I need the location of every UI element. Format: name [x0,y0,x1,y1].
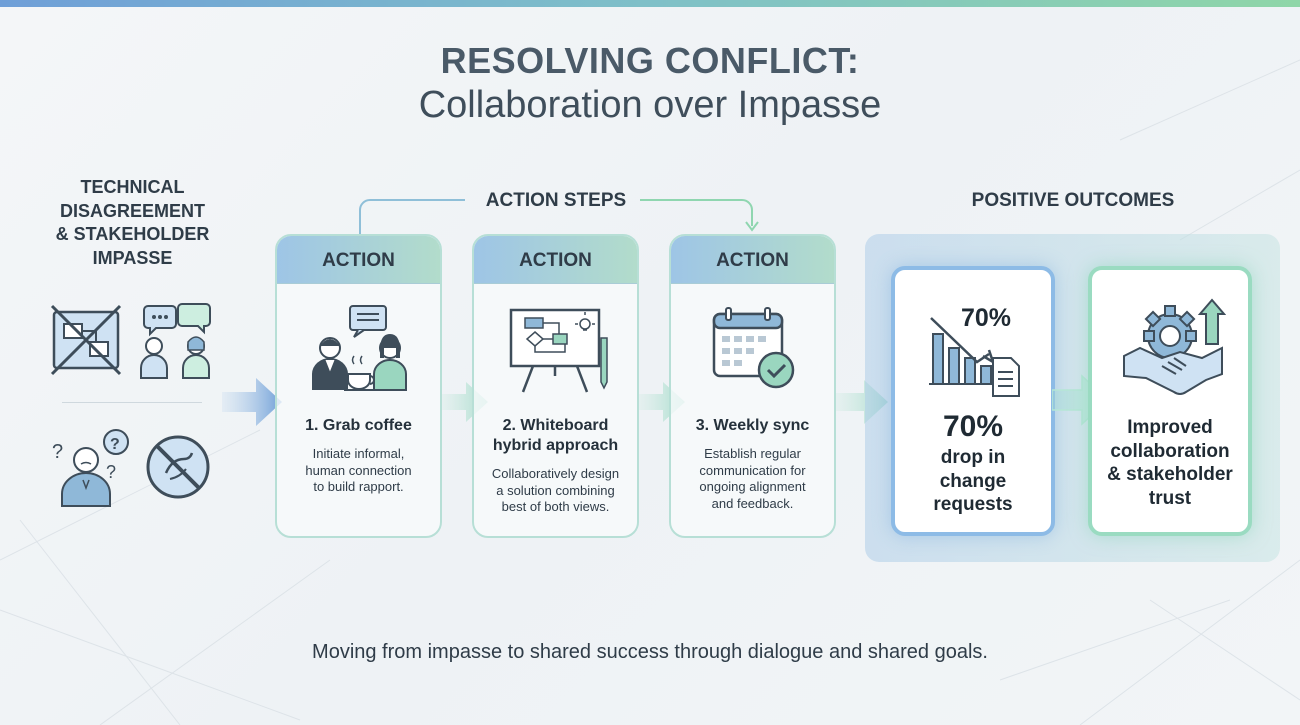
card-title: 2. Whiteboard hybrid approach [492,417,619,454]
confused-person-icon: ? ? ? [52,429,129,507]
card-description: Establish regular communication for ongo… [699,446,806,511]
chart-percent-label: 70% [961,304,1012,332]
svg-text:?: ? [52,441,63,463]
card-description: Collaboratively design a solution combin… [491,466,620,514]
two-people-chatting-icon [140,303,211,379]
action-card-weekly-sync: ACTION 3. Weekly sync Establish regular … [669,234,836,538]
svg-text:?: ? [110,436,120,453]
outcome-text: drop in change requests [933,447,1013,515]
outcome-card-collaboration: Improved collaboration & stakeholder tru… [1088,266,1252,536]
card-title: 3. Weekly sync [695,417,810,434]
declining-chart-icon [929,317,1020,397]
page-subtitle: Collaboration over Impasse [418,84,882,126]
handshake-gear-icon [1123,298,1226,395]
flow-arrow-icon [222,378,282,426]
card-description: Initiate informal, human connection to b… [305,446,412,494]
problem-divider [62,402,202,403]
card-header: ACTION [671,236,834,284]
card-header: ACTION [277,236,440,284]
page-title: RESOLVING CONFLICT: [440,40,860,81]
action-card-whiteboard: ACTION 2. Whiteboard hybrid approach Col… [472,234,639,538]
card-title: 1. Grab coffee [305,417,412,434]
positive-outcomes-label: POSITIVE OUTCOMES [971,190,1175,211]
outcome-text: Improved collaboration & stakeholder tru… [1107,417,1233,509]
whiteboard-icon [509,308,608,393]
outcome-card-change-requests: 70% 70% drop in change requests [891,266,1055,536]
crossed-out-diagram-icon [50,304,122,376]
action-steps-connector [359,199,759,236]
problem-title: TECHNICAL DISAGREEMENT & STAKEHOLDER IMP… [55,177,210,268]
coffee-meeting-icon [312,305,407,391]
action-card-grab-coffee: ACTION 1. Grab coffee Initiate informal,… [275,234,442,538]
action-steps-label: ACTION STEPS [485,190,627,211]
calendar-check-icon [712,307,795,389]
footer-caption: Moving from impasse to shared success th… [312,641,988,663]
outcome-metric: 70% [942,410,1004,443]
svg-text:?: ? [106,462,116,482]
card-header: ACTION [474,236,637,284]
top-accent-bar [0,0,1300,7]
prohibited-sign-icon [146,435,210,499]
